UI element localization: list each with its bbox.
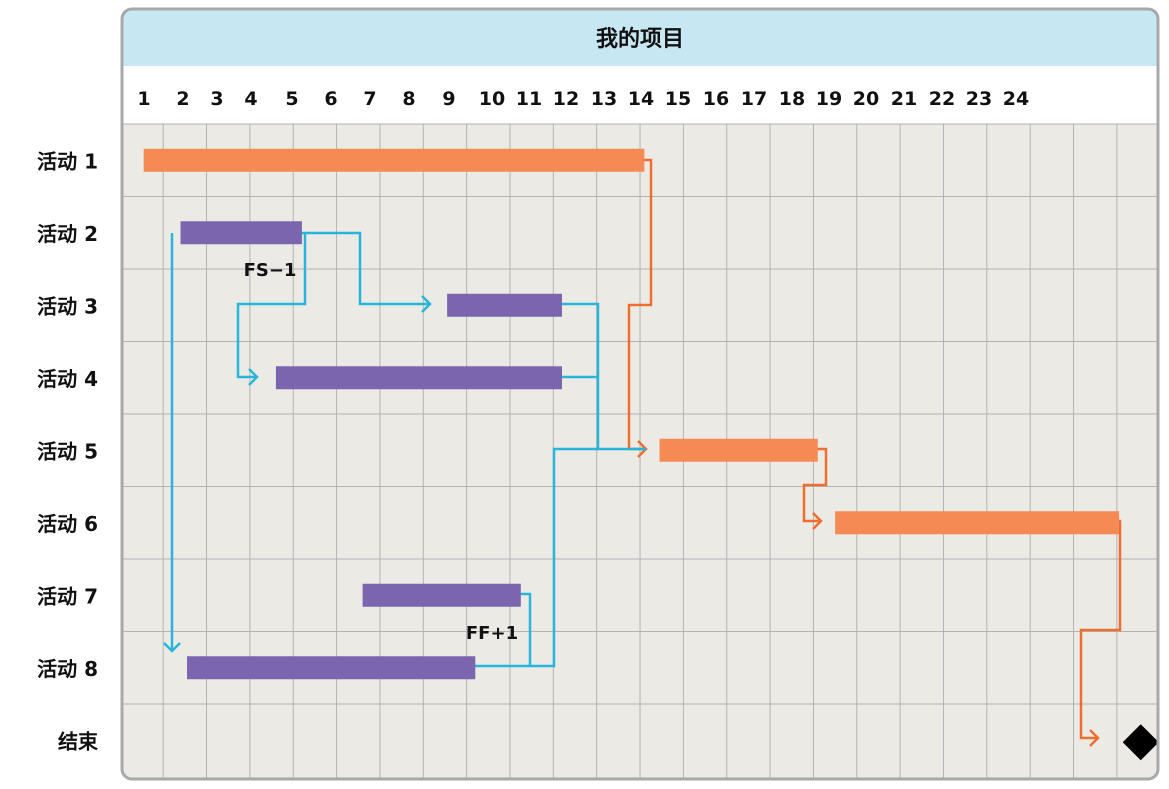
column-label: 19 [816, 88, 842, 110]
column-label: 24 [1003, 88, 1029, 110]
column-label: 22 [929, 88, 955, 110]
row-label: 活动 2 [37, 222, 98, 246]
task-bar [143, 148, 645, 172]
column-label: 10 [479, 88, 505, 110]
column-label: 7 [363, 88, 376, 110]
row-label: 活动 8 [37, 657, 98, 681]
task-bar [180, 221, 302, 245]
column-label: 14 [628, 88, 654, 110]
column-label: 11 [516, 88, 542, 110]
task-bar [447, 293, 563, 317]
link-activity5-to-activity6 [802, 447, 828, 523]
column-label: 21 [891, 88, 917, 110]
project-title: 我的项目 [596, 26, 684, 52]
row-label: 活动 5 [37, 439, 98, 463]
row-label: 活动 1 [37, 149, 98, 173]
row-labels: 活动 1 活动 2 活动 3 活动 4 活动 5 活动 6 活动 7 活动 8 结束 [37, 149, 99, 753]
task-bar [659, 438, 818, 462]
row-label: 活动 3 [37, 294, 98, 318]
link-activity8-to-activity5 [458, 447, 598, 668]
row-label: 活动 6 [37, 512, 98, 536]
title-band [122, 9, 1158, 66]
row-label: 结束 [58, 729, 99, 753]
lag-label: FS−1 [244, 260, 297, 281]
column-label: 8 [402, 88, 415, 110]
column-label: 18 [779, 88, 805, 110]
link-arrowhead [812, 512, 823, 530]
column-label: 16 [703, 88, 729, 110]
chart-frame [120, 7, 1160, 781]
column-label: 23 [966, 88, 992, 110]
row-label: 活动 4 [37, 367, 98, 391]
link-arrowhead [248, 368, 259, 386]
row-label: 活动 7 [37, 584, 98, 608]
column-label: 15 [665, 88, 691, 110]
column-label: 6 [324, 88, 337, 110]
column-label: 13 [591, 88, 617, 110]
link-arrowhead [1089, 729, 1100, 747]
column-label: 17 [741, 88, 767, 110]
column-label: 20 [853, 88, 879, 110]
task-bar [187, 656, 476, 680]
column-label: 5 [285, 88, 298, 110]
column-label: 2 [176, 88, 189, 110]
column-label: 1 [137, 88, 150, 110]
lag-labels: FS−1FF+1 [244, 260, 519, 644]
link-arrowhead [421, 295, 432, 313]
link-activity2-to-activity3 [286, 231, 430, 306]
milestone-diamond [1122, 724, 1158, 761]
task-bars [143, 148, 1158, 761]
link-activity2-to-activity4 [236, 233, 307, 379]
column-header-band [122, 66, 1158, 124]
column-label: 12 [553, 88, 579, 110]
column-label: 9 [442, 88, 455, 110]
lag-label: FF+1 [466, 623, 518, 644]
task-bar [275, 366, 563, 390]
column-label: 3 [210, 88, 223, 110]
task-bar [362, 583, 521, 607]
column-label: 4 [244, 88, 257, 110]
task-bar [835, 511, 1120, 535]
link-arrowhead [163, 642, 181, 653]
